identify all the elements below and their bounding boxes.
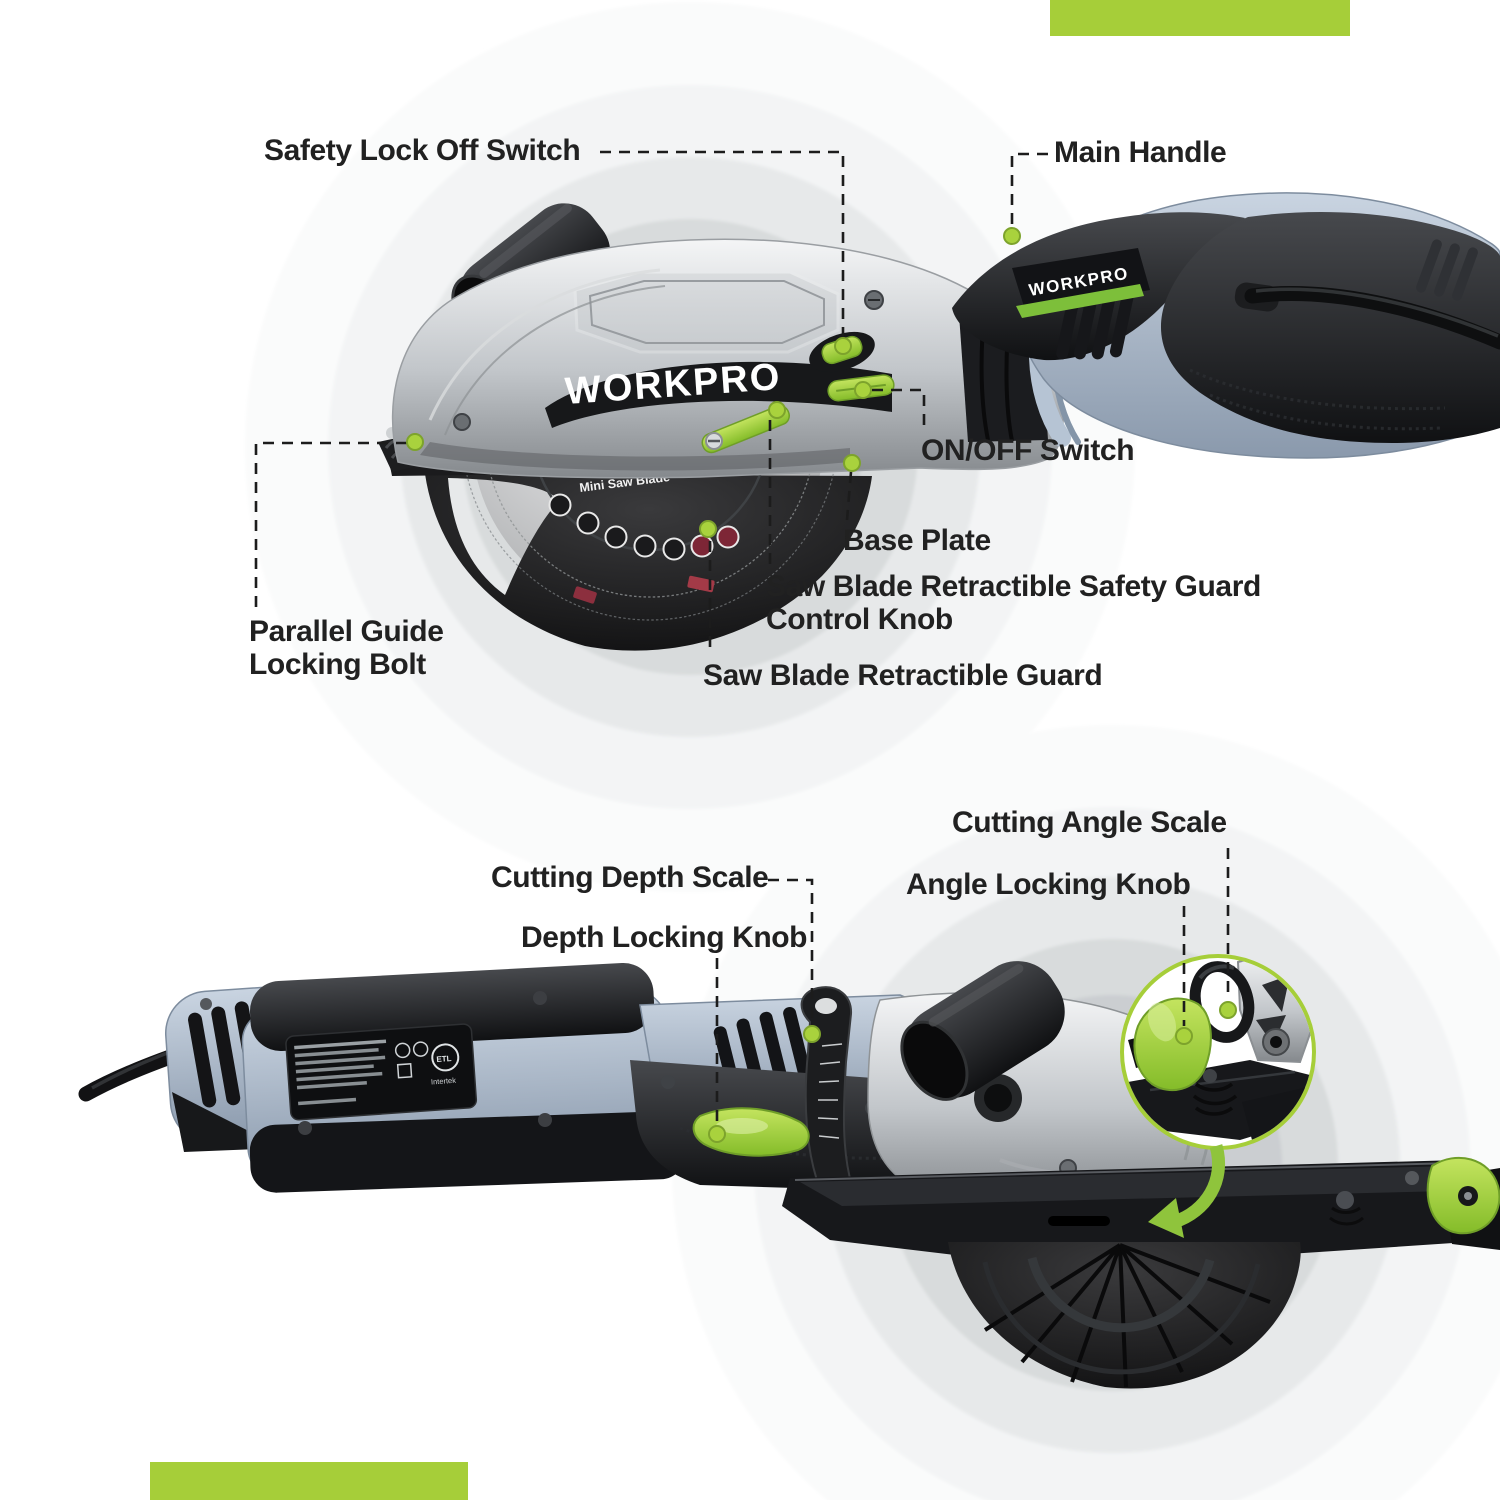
label-guard-control-knob: Saw Blade Retractible Safety Guard Contr…: [766, 570, 1261, 636]
dot-guard-knob: [768, 401, 786, 419]
green-bar-bottom: [150, 1462, 468, 1500]
dot-angle-lock: [1175, 1027, 1193, 1045]
blade-housing-top: WORKPRO: [391, 238, 1064, 479]
connector-main-handle: [1010, 152, 1048, 228]
dot-cutting-depth: [803, 1025, 821, 1043]
specs-sticker: ETL Intertek: [285, 1023, 478, 1121]
label-depth-locking-knob: Depth Locking Knob: [521, 921, 808, 954]
callout-dots: [406, 227, 1237, 1143]
dot-on-off: [854, 381, 872, 399]
label-base-plate: Base Plate: [843, 524, 991, 557]
motor-body: ETL Intertek: [241, 963, 687, 1193]
blade-guard-underside: [948, 1242, 1301, 1389]
guard-control-knob: [701, 405, 790, 454]
connector-on-off: [872, 388, 926, 430]
dot-base-plate: [843, 454, 861, 472]
label-guard-control-knob-line1: Saw Blade Retractible Safety Guard: [766, 570, 1261, 603]
callout-connectors: [254, 150, 1230, 1126]
dot-parallel-guide: [406, 433, 424, 451]
label-main-handle: Main Handle: [1054, 136, 1227, 169]
intertek-text: Intertek: [431, 1076, 457, 1087]
dot-retract-guard: [699, 520, 717, 538]
green-bar-top: [1050, 0, 1350, 36]
connector-cutting-depth: [768, 878, 814, 1026]
label-parallel-guide-line1: Parallel Guide: [249, 615, 444, 648]
label-safety-lock-off-switch: Safety Lock Off Switch: [264, 134, 581, 167]
label-cutting-angle-scale: Cutting Angle Scale: [952, 806, 1227, 839]
label-parallel-guide-locking-bolt: Parallel Guide Locking Bolt: [249, 615, 444, 681]
saw-top-view: 11.000 MAX RPM 24 4-1/2x3/8d/24T 115x9.5…: [378, 192, 1500, 651]
connector-safety-lock: [600, 150, 845, 338]
dot-safety-lock: [834, 337, 852, 355]
label-angle-locking-knob: Angle Locking Knob: [906, 868, 1191, 901]
handle-vents: [1056, 239, 1478, 360]
dot-main-handle: [1003, 227, 1021, 245]
etl-mark-text: ETL: [436, 1054, 452, 1064]
saw-bottom-view: ETL Intertek: [78, 961, 1500, 1389]
label-on-off-switch: ON/OFF Switch: [921, 434, 1135, 467]
label-cutting-depth-scale: Cutting Depth Scale: [491, 861, 769, 894]
rotation-arrow: [1148, 1144, 1226, 1238]
dot-depth-lock: [708, 1125, 726, 1143]
depth-locking-knob: [692, 1107, 810, 1157]
handle-logo-patch: WORKPRO: [1012, 248, 1150, 318]
dust-port-bottom: [900, 961, 1065, 1101]
connector-base-plate: [845, 471, 853, 521]
label-guard-control-knob-line2: Control Knob: [766, 603, 953, 636]
label-saw-blade-retractible-guard: Saw Blade Retractible Guard: [703, 659, 1103, 692]
label-parallel-guide-line2: Locking Bolt: [249, 648, 426, 681]
angle-locking-knob-part: [1426, 1156, 1500, 1235]
main-handle: WORKPRO: [952, 192, 1500, 459]
dot-cutting-angle: [1219, 1001, 1237, 1019]
power-cord-top: [1234, 282, 1500, 350]
